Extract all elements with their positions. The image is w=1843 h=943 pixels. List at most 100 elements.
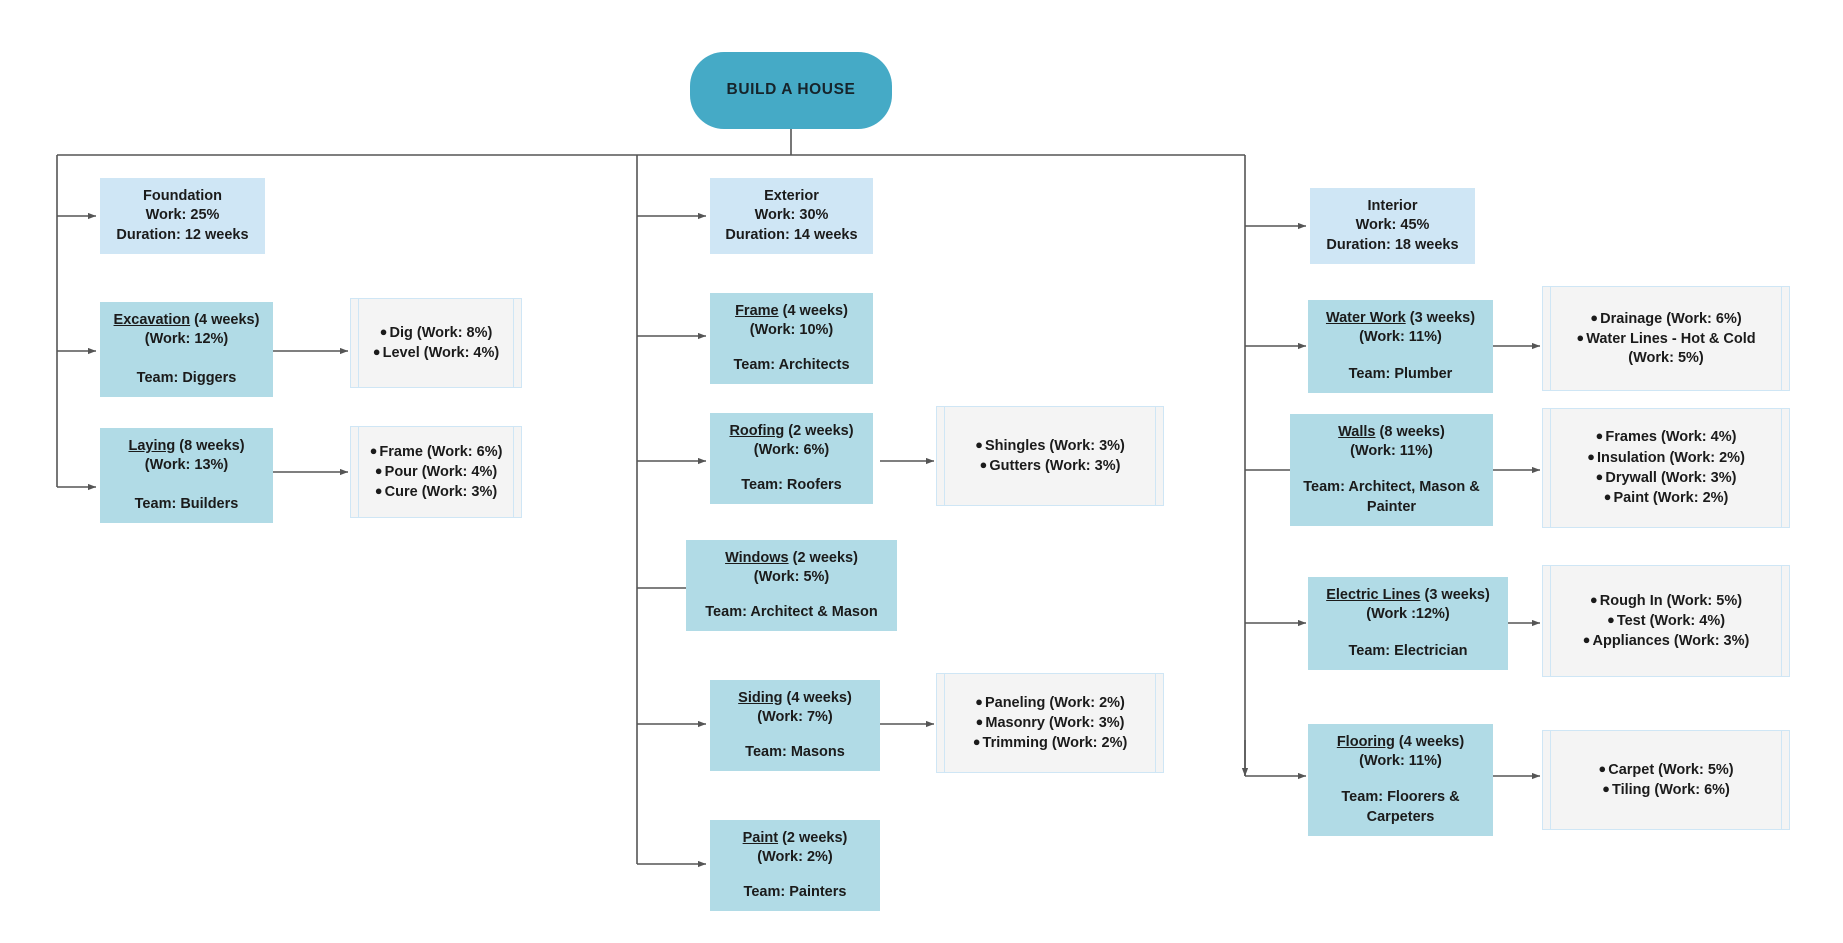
task-walls-work: (Work: 11%) <box>1350 443 1433 460</box>
bullet-icon: ● <box>1576 329 1585 345</box>
list-item: ●Water Lines - Hot & Cold (Work: 5%) <box>1576 329 1756 367</box>
list-item: ●Test (Work: 4%) <box>1606 611 1726 629</box>
task-paint-team: Team: Painters <box>743 883 847 900</box>
task-windows-name: Windows <box>725 550 789 566</box>
task-windows-heading: Windows (2 weeks) <box>725 549 858 568</box>
list-item: ●Insulation (Work: 2%) <box>1587 448 1745 466</box>
list-item: ●Pour (Work: 4%) <box>374 462 498 480</box>
bullet-icon: ● <box>979 457 988 472</box>
phase-exterior-duration: Duration: 14 weeks <box>725 226 858 243</box>
bullet-icon: ● <box>379 323 388 339</box>
bullet-icon: ● <box>1589 591 1598 607</box>
task-frame-work: (Work: 10%) <box>749 322 834 339</box>
task-windows-weeks: (2 weeks) <box>792 550 858 566</box>
task-walls-team: Team: Architect, Mason & Painter <box>1303 479 1480 515</box>
task-water-work-team: Team: Plumber <box>1348 365 1453 382</box>
task-electric-lines-work: (Work :12%) <box>1366 606 1450 623</box>
task-windows-work: (Work: 5%) <box>753 569 830 586</box>
task-node-water-work[interactable]: Water Work (3 weeks) (Work: 11%) Team: P… <box>1308 300 1493 393</box>
bullet-icon: ● <box>972 734 981 750</box>
detail-walls-list: ●Frames (Work: 4%) ●Insulation (Work: 2%… <box>1573 427 1759 508</box>
detail-flooring-list: ●Carpet (Work: 5%) ●Tiling (Work: 6%) <box>1584 760 1747 801</box>
task-roofing-work: (Work: 6%) <box>753 442 830 459</box>
task-node-walls[interactable]: Walls (8 weeks) (Work: 11%) Team: Archit… <box>1290 414 1493 526</box>
phase-interior-name: Interior <box>1367 198 1418 215</box>
root-node-build-a-house[interactable]: BUILD A HOUSE <box>690 52 892 129</box>
task-water-work-work: (Work: 11%) <box>1359 329 1442 346</box>
detail-node-laying[interactable]: ●Frame (Work: 6%) ●Pour (Work: 4%) ●Cure… <box>350 426 522 518</box>
bullet-icon: ● <box>1590 309 1599 325</box>
phase-interior-duration: Duration: 18 weeks <box>1326 236 1459 253</box>
task-laying-weeks: (8 weeks) <box>179 438 245 454</box>
detail-node-siding[interactable]: ●Paneling (Work: 2%) ●Masonry (Work: 3%)… <box>936 673 1164 773</box>
root-node-label: BUILD A HOUSE <box>726 81 856 99</box>
task-node-excavation[interactable]: Excavation (4 weeks) (Work: 12%) Team: D… <box>100 302 273 397</box>
detail-node-electric-lines[interactable]: ●Rough In (Work: 5%) ●Test (Work: 4%) ●A… <box>1542 565 1790 677</box>
task-excavation-work: (Work: 12%) <box>144 331 229 348</box>
list-item: ●Gutters (Work: 3%) <box>979 457 1121 474</box>
list-item: ●Dig (Work: 8%) <box>379 323 493 341</box>
task-excavation-team: Team: Diggers <box>136 369 237 386</box>
bullet-icon: ● <box>369 442 378 458</box>
task-node-paint[interactable]: Paint (2 weeks) (Work: 2%) Team: Painter… <box>710 820 880 911</box>
task-node-electric-lines[interactable]: Electric Lines (3 weeks) (Work :12%) Tea… <box>1308 577 1508 670</box>
task-flooring-name: Flooring <box>1336 734 1395 750</box>
task-node-laying[interactable]: Laying (8 weeks) (Work: 13%) Team: Build… <box>100 428 273 523</box>
bullet-icon: ● <box>1602 781 1610 796</box>
task-paint-weeks: (2 weeks) <box>782 830 848 846</box>
bullet-icon: ● <box>1587 448 1595 464</box>
phase-foundation-name: Foundation <box>143 188 222 205</box>
phase-node-foundation[interactable]: Foundation Work: 25% Duration: 12 weeks <box>100 178 265 254</box>
phase-foundation-work: Work: 25% <box>145 207 220 224</box>
task-siding-team: Team: Masons <box>745 743 845 760</box>
detail-roofing-list: ●Shingles (Work: 3%) ●Gutters (Work: 3%) <box>961 436 1139 477</box>
task-frame-team: Team: Architects <box>733 356 850 373</box>
list-item: ●Shingles (Work: 3%) <box>975 436 1125 454</box>
task-electric-lines-weeks: (3 weeks) <box>1424 587 1490 603</box>
task-laying-heading: Laying (8 weeks) <box>128 437 244 456</box>
task-excavation-weeks: (4 weeks) <box>194 312 260 328</box>
bullet-icon: ● <box>975 436 983 452</box>
task-water-work-weeks: (3 weeks) <box>1409 310 1476 326</box>
bullet-icon: ● <box>975 713 984 729</box>
detail-node-excavation[interactable]: ●Dig (Work: 8%) ●Level (Work: 4%) <box>350 298 522 388</box>
task-windows-team: Team: Architect & Mason <box>705 603 878 620</box>
task-node-windows[interactable]: Windows (2 weeks) (Work: 5%) Team: Archi… <box>686 540 897 631</box>
task-frame-heading: Frame (4 weeks) <box>735 302 848 321</box>
detail-node-flooring[interactable]: ●Carpet (Work: 5%) ●Tiling (Work: 6%) <box>1542 730 1790 830</box>
detail-excavation-list: ●Dig (Work: 8%) ●Level (Work: 4%) <box>359 323 513 364</box>
list-item: ●Trimming (Work: 2%) <box>972 734 1128 752</box>
task-roofing-weeks: (2 weeks) <box>788 423 854 439</box>
task-electric-lines-heading: Electric Lines (3 weeks) <box>1326 586 1490 605</box>
task-walls-heading: Walls (8 weeks) <box>1338 423 1445 442</box>
list-item: ●Tiling (Work: 6%) <box>1602 781 1730 798</box>
task-excavation-name: Excavation <box>113 312 191 328</box>
task-node-flooring[interactable]: Flooring (4 weeks) (Work: 11%) Team: Flo… <box>1308 724 1493 836</box>
bullet-icon: ● <box>374 462 383 478</box>
list-item: ●Rough In (Work: 5%) <box>1589 591 1743 609</box>
task-node-roofing[interactable]: Roofing (2 weeks) (Work: 6%) Team: Roofe… <box>710 413 873 504</box>
task-flooring-heading: Flooring (4 weeks) <box>1337 733 1464 752</box>
task-siding-heading: Siding (4 weeks) <box>738 689 852 708</box>
list-item: ●Frame (Work: 6%) <box>369 442 503 460</box>
phase-foundation-duration: Duration: 12 weeks <box>116 226 249 243</box>
task-node-frame[interactable]: Frame (4 weeks) (Work: 10%) Team: Archit… <box>710 293 873 384</box>
detail-water-work-list: ●Drainage (Work: 6%) ●Water Lines - Hot … <box>1543 309 1789 369</box>
detail-node-roofing[interactable]: ●Shingles (Work: 3%) ●Gutters (Work: 3%) <box>936 406 1164 506</box>
phase-node-interior[interactable]: Interior Work: 45% Duration: 18 weeks <box>1310 188 1475 264</box>
task-paint-work: (Work: 2%) <box>757 849 833 866</box>
task-excavation-heading: Excavation (4 weeks) <box>114 311 260 330</box>
task-frame-weeks: (4 weeks) <box>782 303 848 319</box>
task-node-siding[interactable]: Siding (4 weeks) (Work: 7%) Team: Masons <box>710 680 880 771</box>
list-item: ●Carpet (Work: 5%) <box>1598 760 1734 778</box>
phase-node-exterior[interactable]: Exterior Work: 30% Duration: 14 weeks <box>710 178 873 254</box>
detail-node-water-work[interactable]: ●Drainage (Work: 6%) ●Water Lines - Hot … <box>1542 286 1790 391</box>
bullet-icon: ● <box>374 483 383 499</box>
list-item: ●Appliances (Work: 3%) <box>1582 632 1750 650</box>
task-flooring-weeks: (4 weeks) <box>1398 734 1465 750</box>
bullet-icon: ● <box>1595 469 1604 484</box>
task-walls-name: Walls <box>1338 424 1376 440</box>
task-electric-lines-team: Team: Electrician <box>1348 642 1468 659</box>
detail-node-walls[interactable]: ●Frames (Work: 4%) ●Insulation (Work: 2%… <box>1542 408 1790 528</box>
task-flooring-team: Team: Floorers & Carpeters <box>1341 789 1460 825</box>
